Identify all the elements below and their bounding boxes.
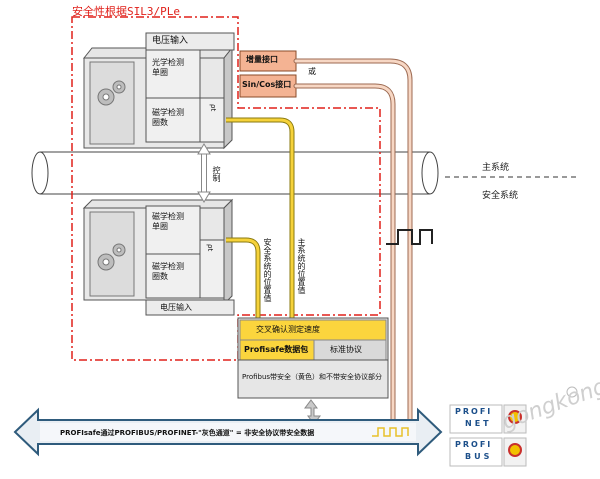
main-system-label: 主系统 [482,163,510,173]
diagram-title: 安全性根据SIL3/PLe [72,5,180,18]
control-label: 控制 [212,166,221,182]
control-arrow [197,143,211,203]
sincos-interface-label: Sin/Cos接口 [242,80,292,89]
bottom-magnetic-multiturn-label: 磁学检测 圈数 [152,262,184,282]
gear-icon [97,243,126,271]
registered-icon [566,386,578,398]
protocol-box [237,317,389,399]
incremental-interface-label: 增量接口 [246,55,278,64]
top-voltage-input-label: 电压输入 [152,36,189,46]
top-sensor-body [82,32,235,150]
output-cables [293,58,413,423]
or-label: 或 [308,67,316,76]
bus-description: PROFIsafe通过PROFIBUS/PROFINET-"灰色通道" = 非安… [60,429,315,437]
profibus-logo-bottom: BUS [465,452,493,461]
position-cables [226,117,295,318]
profinet-logo-top: PROFI [455,407,493,416]
bus-arrow [13,407,443,457]
profibus-logo-top: PROFI [455,440,493,449]
bottom-magnetic-singleturn-label: 磁学检测 单圈 [152,212,184,232]
profinet-logo-bottom: NET [465,419,492,428]
standard-protocol-label: 标准协议 [330,345,362,354]
square-wave-icon [386,229,433,245]
bottom-ot-label: ρt [206,244,214,252]
safety-position-value-label: 安全系统的位置值 [263,238,272,302]
bottom-voltage-input-label: 电压输入 [160,303,192,312]
profibus-logo [449,437,527,467]
top-magnetic-multiturn-label: 磁学检测 圈数 [152,108,184,128]
profibus-parts-label: Profibus带安全（黄色）和不带安全协议部分 [242,373,383,381]
shaft [31,151,439,195]
gear-icon [97,80,126,106]
profisafe-packet-label: Profisafe数据包 [244,345,309,354]
main-position-value-label: 主系统的位置值 [297,238,306,294]
safety-boundary [71,16,381,361]
top-ot-label: ρt [209,104,217,112]
cross-check-label: 交叉确认测定速度 [256,325,320,334]
optical-singleturn-label: 光学检测 单圈 [152,58,184,78]
profinet-logo [449,404,527,434]
safety-system-label: 安全系统 [482,191,519,201]
